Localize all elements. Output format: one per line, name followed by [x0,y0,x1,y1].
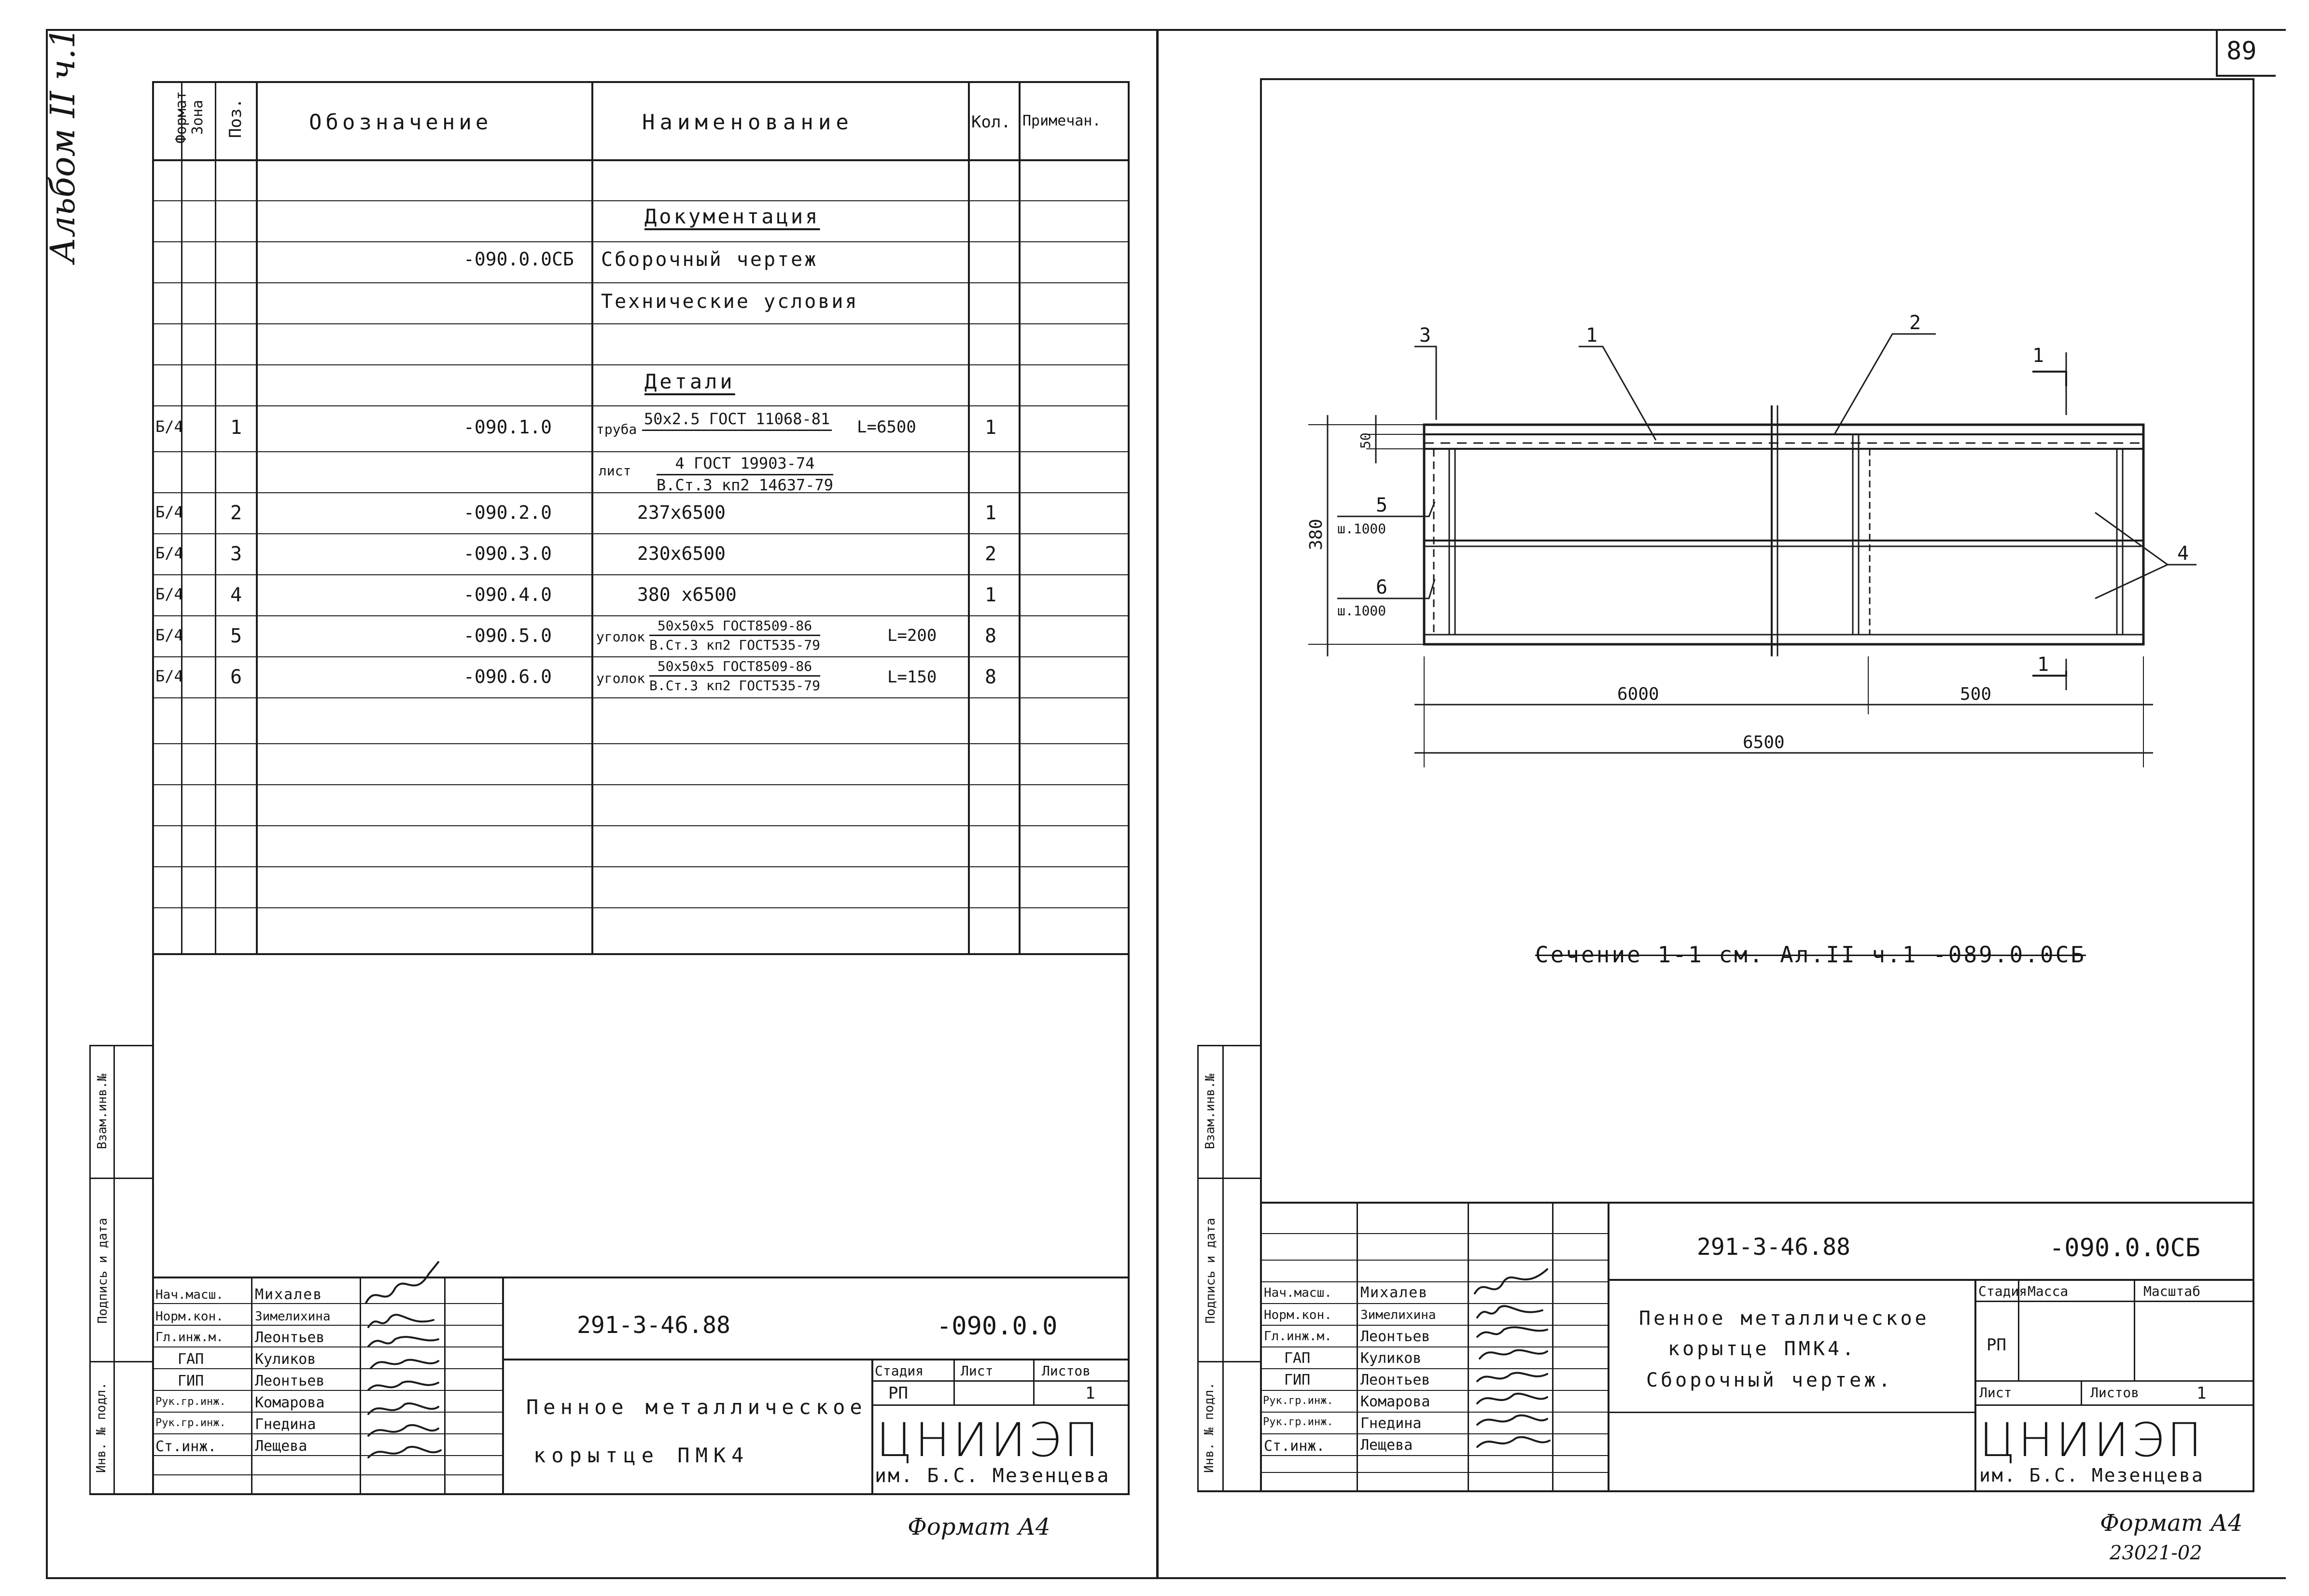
left-org-sub: им. Б.С. Мезенцева [875,1465,1110,1487]
section-details: Детали [644,370,735,393]
left-org-logo: ЦНИИЭП [876,1413,1102,1467]
doc-row-1-designation: -090.0.0СБ [463,249,574,270]
left-title-code: 291-3-46.88 [577,1312,730,1339]
dim-6500: 6500 [1743,733,1785,752]
right-title-line1: Пенное металлическое [1639,1307,1930,1330]
left-title-line1: Пенное металлическое [526,1395,867,1419]
page-border-bottom [46,1577,2286,1579]
header-qty: Кол. [971,112,1011,132]
right-org-logo: ЦНИИЭП [1979,1413,2205,1467]
section-note: Сечение 1-1 см. Ал.II ч.1 -089.0.0СБ [1535,942,2086,968]
stamp-number: 23021-02 [2110,1542,2202,1564]
side-inv-repl: Взам.инв.№ [95,1073,110,1150]
leader-3: 3 [1419,324,1431,347]
album-label: Альбом II ч.1 [43,27,83,263]
section-documentation: Документация [644,205,820,228]
right-title-designation: -090.0.0СБ [2049,1234,2201,1263]
right-title-code: 291-3-46.88 [1697,1234,1850,1261]
right-sheets: 1 [2197,1384,2207,1403]
header-designation: Обозначение [309,110,492,135]
leader-2: 2 [1909,312,1921,334]
right-stage-label: Стадия [1978,1283,2028,1299]
section-mark-top: 1 [2032,345,2044,367]
side-sign-date: Подпись и дата [96,1218,110,1324]
right-title-line3: Сборочный чертеж. [1646,1369,1893,1391]
left-format: Формат А4 [908,1513,1050,1540]
left-sheets-label: Листов [1042,1363,1091,1379]
right-side-sign-date: Подпись и дата [1203,1218,1218,1324]
left-sheets: 1 [1085,1384,1095,1403]
right-sheets-label: Листов [2090,1385,2140,1401]
left-signatures [365,1261,442,1458]
leader-6: 6 [1376,576,1387,598]
page-number-box [2216,29,2276,77]
doc-row-1-name: Сборочный чертеж [601,249,818,271]
page-border-left [46,29,48,1578]
right-scale-label: Масштаб [2143,1283,2201,1299]
pos6-step: ш.1000 [1337,603,1386,619]
dim-6000: 6000 [1617,684,1659,704]
dim-500: 500 [1960,684,1991,704]
left-title-designation: -090.0.0 [937,1312,1058,1341]
right-side-inv-repl: Взам.инв.№ [1203,1073,1217,1150]
right-org-sub: им. Б.С. Мезенцева [1979,1465,2204,1486]
right-format: Формат А4 [2100,1510,2243,1537]
assembly-drawing: 3 1 2 4 5 6 1 1 ш.1000 ш.1000 6000 500 6… [1306,312,2197,767]
header-note: Примечан. [1022,112,1101,129]
leader-4: 4 [2177,542,2189,565]
right-stage: РП [1987,1335,2006,1355]
doc-row-2-name: Технические условия [601,291,859,313]
right-signatures [1474,1268,1551,1448]
right-sheet-label: Лист [1979,1385,2012,1401]
leader-1: 1 [1586,324,1597,347]
header-format: Формат [173,91,190,144]
right-mass-label: Масса [2028,1283,2069,1299]
side-inv-sub: Инв. № подл. [94,1382,109,1473]
right-title-line2: корытце ПМК4. [1668,1338,1857,1360]
right-side-inv-sub: Инв. № подл. [1202,1382,1217,1473]
dim-380: 380 [1306,519,1326,550]
pos5-step: ш.1000 [1337,521,1386,537]
header-name: Наименование [642,110,854,135]
left-stage: РП [888,1384,908,1403]
page-border-top [46,29,2286,31]
header-zone: Зона [189,99,206,135]
left-title-line2: корытце ПМК4 [533,1443,750,1467]
section-mark-bottom: 1 [2037,653,2049,676]
sheet-divider [1156,29,1159,1578]
dim-50: 50 [1357,432,1373,449]
page-number: 89 [2226,37,2257,66]
leader-5: 5 [1376,494,1387,516]
left-sheet-label: Лист [961,1363,994,1379]
header-pos: Поз. [226,98,245,138]
left-stage-label: Стадия [875,1363,924,1379]
